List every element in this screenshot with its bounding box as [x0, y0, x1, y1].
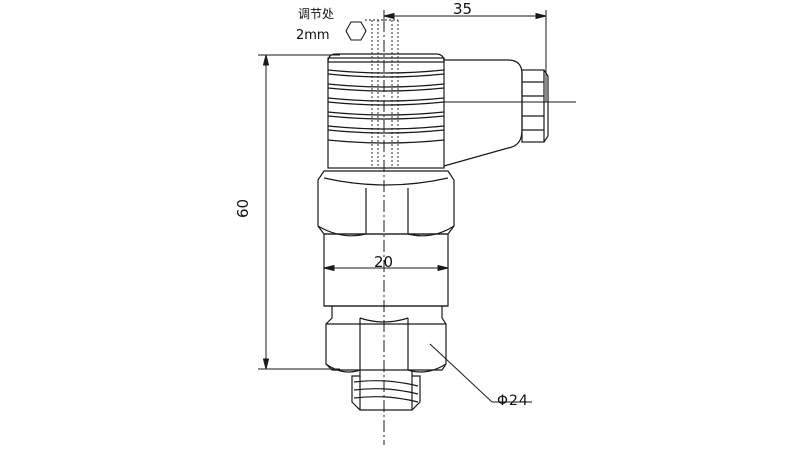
adjustment-label: 调节处 [298, 7, 335, 21]
dimension-20 [323, 264, 449, 272]
dimension-35 [383, 10, 547, 102]
plug-connector [327, 53, 576, 169]
adjustment-guide [365, 19, 399, 168]
lower-hex-nut [325, 306, 447, 373]
upper-hex-nut [317, 170, 455, 237]
dimension-35-label: 35 [453, 0, 473, 18]
hex-adjust-icon [345, 21, 367, 41]
diameter-label: Φ24 [497, 393, 529, 409]
dimension-60-label: 60 [234, 198, 253, 219]
dimension-60 [258, 54, 340, 370]
cable-gland [521, 69, 545, 143]
adjustment-size-label: 2mm [296, 28, 330, 43]
cable-housing [443, 59, 523, 167]
main-body [323, 233, 449, 307]
thread-end [351, 370, 421, 411]
plug-ribs [327, 69, 445, 144]
diameter-leader [429, 343, 532, 403]
dimension-20-label: 20 [374, 253, 394, 271]
